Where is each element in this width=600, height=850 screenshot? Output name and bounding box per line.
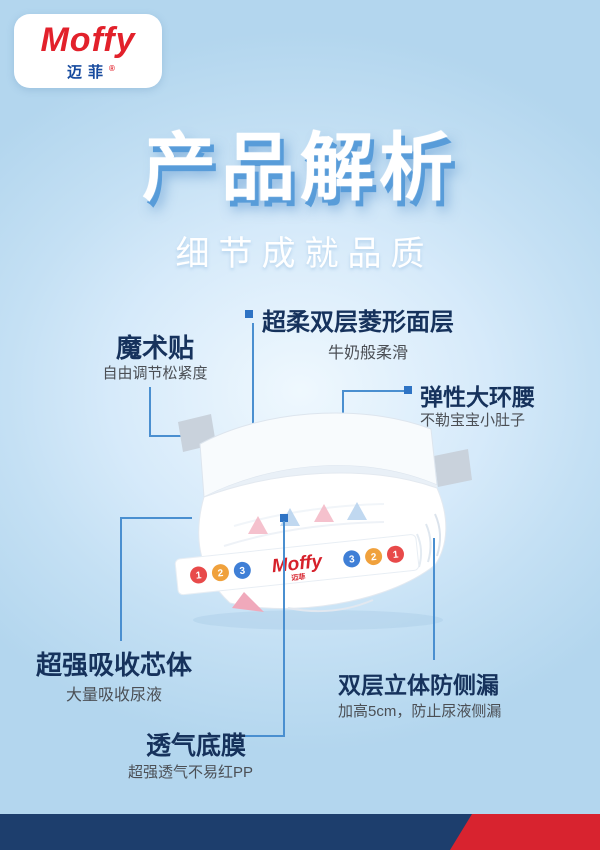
diaper-brand-cn-text: 迈菲: [291, 572, 306, 582]
print-triangle-blue-2: [347, 502, 367, 520]
band-dot-3-left-num: 3: [239, 566, 246, 578]
page-title: 产品解析: [142, 126, 458, 209]
feature-leak-guard-desc: 加高5cm，防止尿液侧漏: [338, 703, 502, 720]
band-dot-1-left-num: 1: [195, 570, 202, 582]
diaper-crease-2: [233, 503, 385, 527]
band-dot-2-left-num: 2: [217, 568, 224, 580]
diaper-leg-ruffle: [287, 599, 374, 613]
connector-waistband-horizontal: [344, 390, 404, 392]
band-dot-1-left: [190, 566, 208, 584]
band-dot-1-right: [386, 545, 404, 563]
print-triangle-pink-2: [314, 504, 334, 522]
connector-core-vertical: [120, 517, 122, 641]
connector-leak-guard-vertical: [433, 538, 435, 660]
connector-bottom-film-vertical: [283, 521, 285, 737]
registered-mark: ®: [109, 64, 115, 73]
band-dot-3-right: [343, 550, 361, 568]
diaper-illustration: 1 2 3 Moffy 迈菲 3 2 1: [174, 412, 472, 630]
diaper-front-band: 1 2 3 Moffy 迈菲 3 2 1: [174, 534, 420, 596]
connector-surface-vertical: [252, 323, 254, 446]
connector-magic-tape-vertical: [149, 387, 151, 437]
brand-name: Moffy: [40, 21, 136, 59]
feature-waistband-desc: 不勒宝宝小肚子: [420, 412, 526, 429]
connector-magic-tape-horizontal: [149, 435, 203, 437]
connector-bottom-film-horizontal: [236, 735, 285, 737]
feature-magic-tape-title: 魔术贴: [115, 333, 194, 363]
footer-red-accent: [450, 814, 600, 850]
marker-bottom-film-endpoint: [280, 514, 288, 522]
marker-surface-bullet: [245, 310, 253, 318]
diaper-shadow: [193, 610, 443, 630]
page-subtitle: 细节成就品质: [175, 235, 434, 273]
marker-waistband-bullet: [404, 386, 412, 394]
feature-magic-tape-desc: 自由调节松紧度: [102, 365, 208, 382]
feature-waistband-title: 弹性大环腰: [420, 384, 535, 410]
band-dot-2-right: [365, 548, 383, 566]
brand-name-chinese: 迈菲®: [14, 61, 162, 82]
band-dot-3-left: [233, 561, 251, 579]
band-strip: [174, 534, 420, 596]
diaper-ruffle-3: [416, 533, 423, 568]
band-dot-1-right-num: 1: [392, 549, 399, 561]
diaper-ruffle-2: [425, 523, 432, 563]
brand-cn-text: 迈菲: [67, 64, 110, 81]
feature-leak-guard-title: 双层立体防侧漏: [338, 672, 499, 698]
feature-surface-title: 超柔双层菱形面层: [262, 309, 454, 336]
feature-bottom-film-title: 透气底膜: [146, 732, 247, 760]
band-dot-3-right-num: 3: [348, 554, 355, 566]
brand-logo: Moffy 迈菲®: [14, 14, 162, 88]
connector-core-horizontal: [120, 517, 192, 519]
feature-core-title: 超强吸收芯体: [36, 650, 193, 680]
feature-surface-desc: 牛奶般柔滑: [328, 345, 409, 362]
band-dot-2-left: [211, 564, 229, 582]
diaper-crease: [223, 521, 385, 547]
feature-bottom-film-desc: 超强透气不易红PP: [128, 764, 254, 781]
diaper-ruffle-1: [434, 513, 441, 557]
band-dot-2-right-num: 2: [370, 552, 377, 564]
print-triangle-pink-tip: [232, 592, 264, 612]
diaper-right-tab: [434, 449, 472, 487]
print-triangle-pink-1: [248, 516, 268, 534]
feature-core-desc: 大量吸收尿液: [66, 687, 163, 704]
